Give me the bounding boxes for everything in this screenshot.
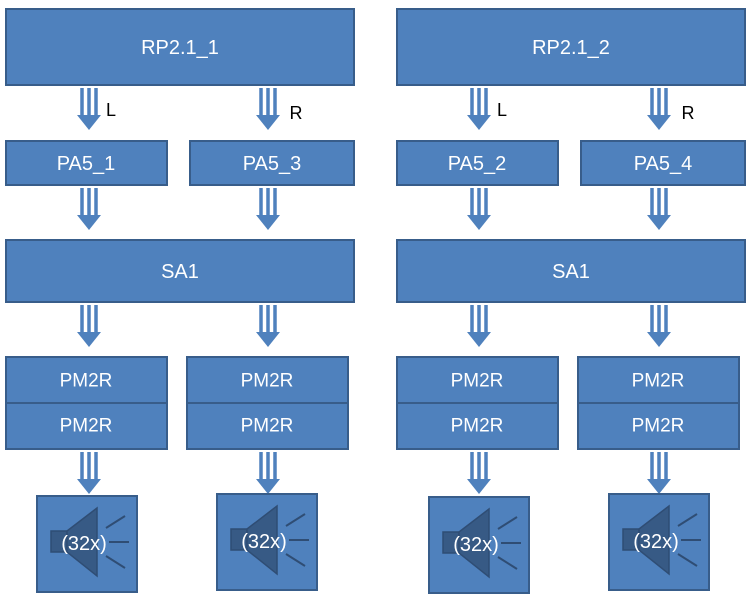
arrow-pm2r-to-speaker-a bbox=[75, 450, 103, 496]
pm-stack-right-b: PM2R PM2R bbox=[577, 356, 740, 450]
arrow-sa1-to-pm2r-b bbox=[254, 303, 282, 349]
speaker-count-label: (32x) bbox=[61, 533, 107, 555]
pm-label: PM2R bbox=[451, 371, 504, 392]
arrow-rp1-to-pa5-1 bbox=[75, 86, 103, 132]
arrow-pa5-3-to-sa1 bbox=[254, 186, 282, 232]
speaker-icon bbox=[50, 506, 129, 578]
pm-label: PM2R bbox=[241, 416, 294, 437]
rp-block-right: RP2.1_2 bbox=[396, 8, 746, 86]
pa-block-pa5-2: PA5_2 bbox=[396, 140, 559, 186]
sa-block-left: SA1 bbox=[5, 239, 355, 303]
channel-label-l-right: L bbox=[497, 100, 507, 120]
arrow-pm2r-to-speaker-b bbox=[254, 450, 282, 496]
pm-stack-right-a: PM2R PM2R bbox=[396, 356, 559, 450]
pm-label: PM2R bbox=[632, 371, 685, 392]
arrow-sa1-to-pm2r-c bbox=[465, 303, 493, 349]
pa-block-pa5-4: PA5_4 bbox=[580, 140, 746, 186]
channel-label-r-left: R bbox=[290, 103, 303, 123]
pm-label: PM2R bbox=[451, 416, 504, 437]
pm-label: PM2R bbox=[60, 371, 113, 392]
speaker-box-left-a: (32x) bbox=[36, 495, 138, 593]
pa-label-pa5-1: PA5_1 bbox=[57, 153, 116, 175]
pm-label: PM2R bbox=[60, 416, 113, 437]
arrow-rp2-to-pa5-4 bbox=[645, 86, 673, 132]
channel-label-r-right: R bbox=[682, 103, 695, 123]
rp-label-left: RP2.1_1 bbox=[141, 37, 219, 59]
speaker-box-right-a: (32x) bbox=[428, 496, 530, 594]
pm-label: PM2R bbox=[241, 371, 294, 392]
speaker-icon bbox=[622, 504, 701, 576]
arrow-pa5-2-to-sa1 bbox=[465, 186, 493, 232]
sa-label-right: SA1 bbox=[552, 261, 590, 283]
speaker-icon bbox=[230, 504, 309, 576]
speaker-count-label: (32x) bbox=[241, 531, 287, 553]
speaker-box-right-b: (32x) bbox=[608, 493, 710, 591]
sa-block-right: SA1 bbox=[396, 239, 746, 303]
pa-block-pa5-3: PA5_3 bbox=[189, 140, 355, 186]
sa-label-left: SA1 bbox=[161, 261, 199, 283]
speaker-icon bbox=[442, 507, 521, 579]
arrow-pa5-1-to-sa1 bbox=[75, 186, 103, 232]
arrow-pm2r-to-speaker-d bbox=[645, 450, 673, 496]
pm-label: PM2R bbox=[632, 416, 685, 437]
arrow-rp2-to-pa5-2 bbox=[465, 86, 493, 132]
pm-stack-left-b: PM2R PM2R bbox=[186, 356, 349, 450]
speaker-count-label: (32x) bbox=[633, 531, 679, 553]
rp-label-right: RP2.1_2 bbox=[532, 37, 610, 59]
arrow-rp1-to-pa5-3 bbox=[254, 86, 282, 132]
speaker-count-label: (32x) bbox=[453, 534, 499, 556]
pa-block-pa5-1: PA5_1 bbox=[5, 140, 168, 186]
speaker-box-left-b: (32x) bbox=[216, 493, 318, 591]
rp-block-left: RP2.1_1 bbox=[5, 8, 355, 86]
pa-label-pa5-3: PA5_3 bbox=[243, 153, 302, 175]
pa-label-pa5-2: PA5_2 bbox=[448, 153, 507, 175]
pm-stack-left-a: PM2R PM2R bbox=[5, 356, 168, 450]
arrow-pa5-4-to-sa1 bbox=[645, 186, 673, 232]
arrow-sa1-to-pm2r-a bbox=[75, 303, 103, 349]
pa-label-pa5-4: PA5_4 bbox=[634, 153, 693, 175]
channel-label-l-left: L bbox=[106, 100, 116, 120]
arrow-sa1-to-pm2r-d bbox=[645, 303, 673, 349]
arrow-pm2r-to-speaker-c bbox=[465, 450, 493, 496]
